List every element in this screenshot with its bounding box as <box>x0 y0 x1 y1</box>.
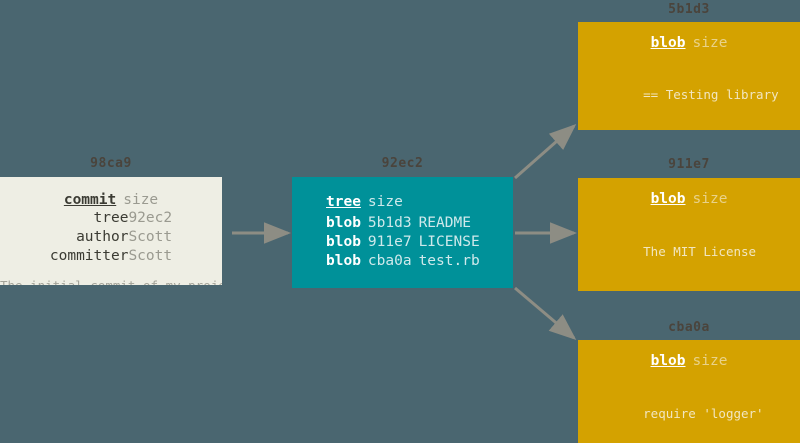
blob-license-content: The MIT License Copyright (c) 2008 Scott… <box>578 226 800 291</box>
blob-test-object-box[interactable]: blob size require 'logger' require 'test/… <box>578 340 800 443</box>
blob-readme-size-label: size <box>692 35 728 51</box>
node-label-commit: 98ca9 <box>90 156 132 171</box>
tree-entry-row[interactable]: blob cba0a test.rb <box>326 252 513 271</box>
blob-license-header: blob size <box>578 191 800 208</box>
tree-object-box[interactable]: tree size blob 5b1d3 README blob 911e7 LICENS… <box>292 177 513 288</box>
commit-field-row: tree 92ec2 <box>50 209 173 228</box>
blob-readme-type-label: blob <box>650 35 686 51</box>
tree-entry-mode: blob <box>326 214 361 231</box>
commit-header: commit size <box>0 192 222 209</box>
blob-test-header: blob size <box>578 353 800 370</box>
blob-readme-content: == Testing library This library is used … <box>578 68 800 130</box>
commit-message: The initial commit of my project <box>0 278 222 285</box>
commit-field-key: committer <box>49 247 129 264</box>
node-label-blob-readme: 5b1d3 <box>668 2 710 17</box>
node-label-tree: 92ec2 <box>381 156 424 171</box>
node-label-blob-license: 911e7 <box>668 157 710 172</box>
tree-size-label: size <box>367 194 403 210</box>
commit-field-key: author <box>76 228 129 245</box>
blob-license-type-label: blob <box>650 191 686 207</box>
node-label-blob-test: cba0a <box>668 320 710 335</box>
blob-readme-header: blob size <box>578 35 800 52</box>
commit-field-row: author Scott <box>50 228 172 247</box>
edge-tree-to-blob-test <box>514 286 577 340</box>
blob-content-line: require 'logger' <box>643 405 764 421</box>
tree-entry-mode: blob <box>326 253 361 270</box>
blob-content-line: == Testing library <box>643 86 779 102</box>
commit-field-value: Scott <box>128 228 173 245</box>
commit-field-value: 92ec2 <box>128 209 173 226</box>
blob-content-gap <box>598 121 800 130</box>
tree-header: tree size <box>292 194 513 211</box>
tree-entry-row[interactable]: blob 911e7 LICENSE <box>326 233 513 252</box>
blob-content-line: The MIT License <box>643 244 757 260</box>
commit-fields-table: tree 92ec2 author Scott committer Scott <box>50 209 172 266</box>
tree-entry-hash: cba0a <box>367 253 412 270</box>
commit-object-box[interactable]: commit size tree 92ec2 author Scott commi… <box>0 177 222 285</box>
blob-license-object-box[interactable]: blob size The MIT License Copyright (c) 2… <box>578 178 800 291</box>
tree-entry-name: test.rb <box>418 253 480 270</box>
commit-type-label: commit <box>63 192 117 208</box>
blob-test-type-label: blob <box>650 353 686 369</box>
blob-license-size-label: size <box>692 191 728 207</box>
blob-content-gap <box>598 278 800 287</box>
tree-entry-row[interactable]: blob 5b1d3 README <box>326 214 513 233</box>
tree-entry-name: LICENSE <box>418 234 480 251</box>
tree-entry-name: README <box>418 214 471 231</box>
tree-entry-hash: 5b1d3 <box>367 214 412 231</box>
blob-test-size-label: size <box>692 353 728 369</box>
commit-field-key: tree <box>93 209 129 226</box>
tree-entry-mode: blob <box>326 234 361 251</box>
tree-type-label: tree <box>326 194 361 210</box>
commit-field-value: Scott <box>128 247 173 264</box>
commit-field-row: committer Scott <box>50 247 172 266</box>
edge-tree-to-blob-readme <box>514 124 577 180</box>
blob-test-content: require 'logger' require 'test/unit' cla… <box>578 387 800 443</box>
blob-readme-object-box[interactable]: blob size == Testing library This library… <box>578 22 800 130</box>
tree-entry-hash: 911e7 <box>367 234 412 251</box>
commit-size-label: size <box>123 192 159 208</box>
